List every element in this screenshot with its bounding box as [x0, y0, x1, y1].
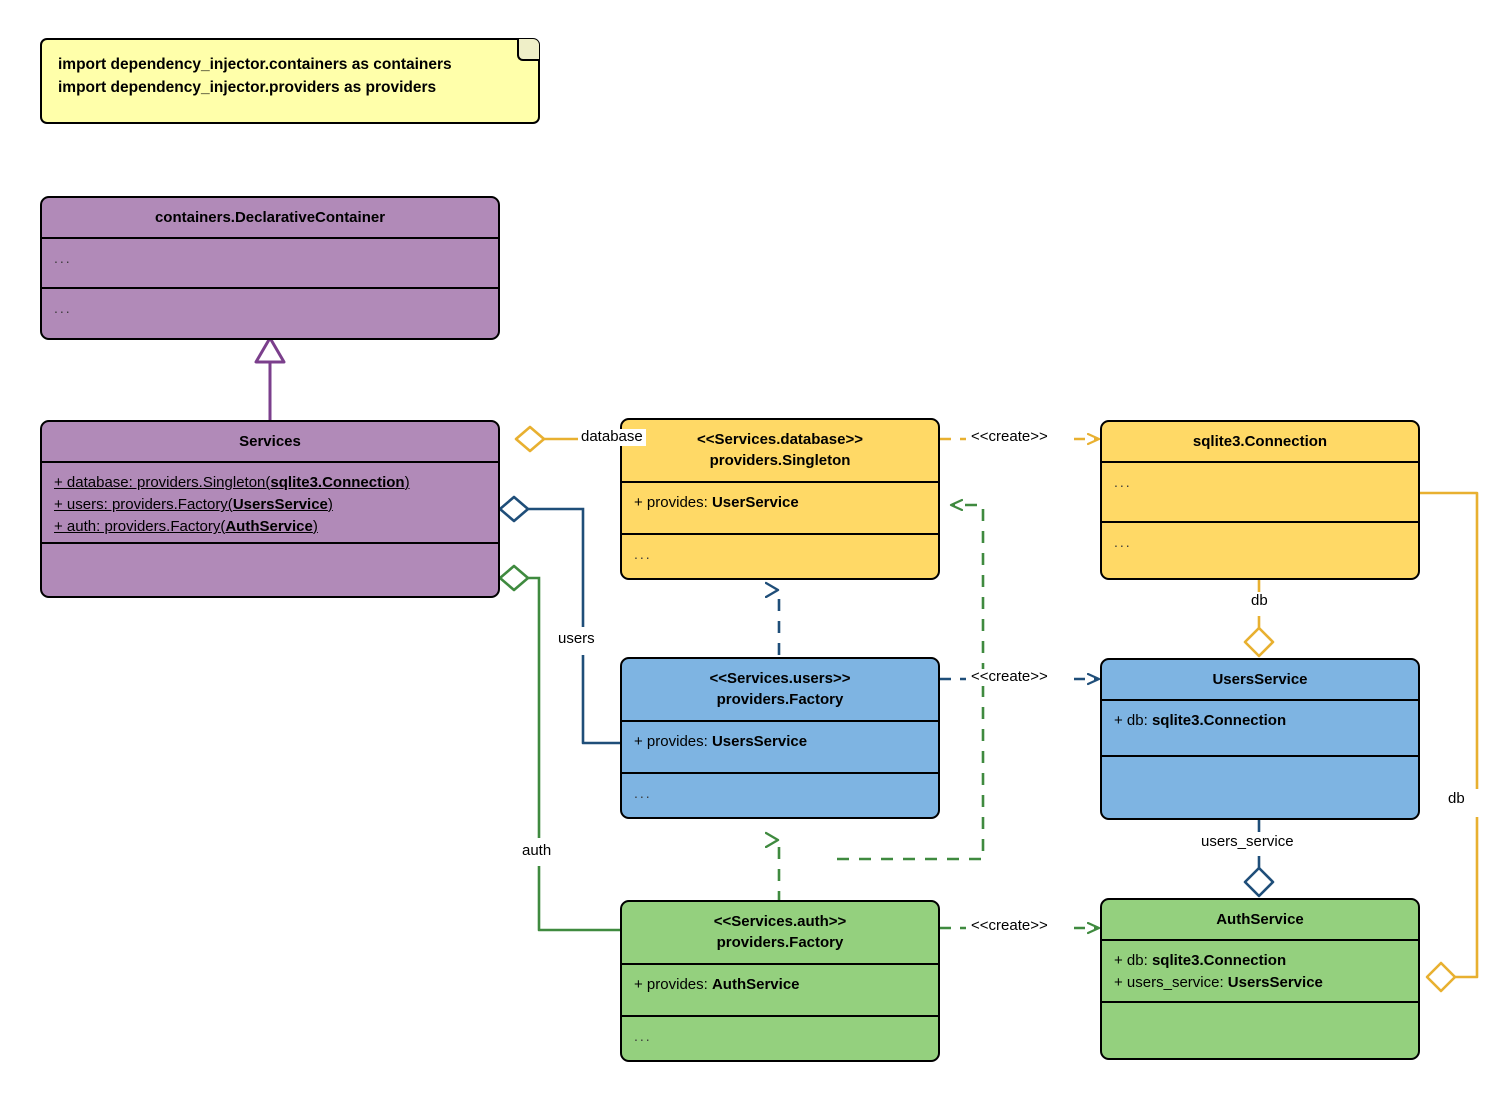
class-sqlite3-connection-title: sqlite3.Connection: [1192, 433, 1328, 450]
import-note: import dependency_injector.containers as…: [40, 38, 540, 124]
class-sqlite3-connection-methods: ...: [1102, 521, 1418, 578]
class-services-attr-users: + users: providers.Factory(UsersService): [54, 496, 333, 514]
class-services-database-provider[interactable]: <<Services.database>> providers.Singleto…: [620, 418, 940, 580]
stereotype-services-database: <<Services.database>>: [697, 431, 863, 448]
class-services-database-provider-methods: ...: [622, 532, 938, 578]
class-services-users-provider-name: providers.Factory: [716, 691, 844, 709]
class-services-database-provider-title: <<Services.database>> providers.Singleto…: [622, 420, 938, 481]
edge-label-create-users: <<create>>: [968, 668, 1051, 686]
class-declarative-container[interactable]: containers.DeclarativeContainer ... ...: [40, 196, 500, 340]
note-fold-corner: [517, 39, 539, 61]
note-text: import dependency_injector.containers as…: [58, 56, 452, 96]
class-auth-service-methods: [1102, 1001, 1418, 1049]
class-services-auth-provider-methods: ...: [622, 1014, 938, 1060]
class-declarative-container-methods: ...: [42, 287, 498, 337]
class-sqlite3-connection[interactable]: sqlite3.Connection ... ...: [1100, 420, 1420, 580]
class-services-database-provider-name: providers.Singleton: [709, 452, 851, 470]
class-services-auth-provider-attributes: + provides: AuthService: [622, 962, 938, 1015]
class-services-users-provider-attributes: + provides: UsersService: [622, 719, 938, 772]
class-sqlite3-connection-attributes: ...: [1102, 461, 1418, 521]
class-services-users-provider[interactable]: <<Services.users>> providers.Factory + p…: [620, 657, 940, 819]
class-users-service[interactable]: UsersService + db: sqlite3.Connection: [1100, 658, 1420, 820]
edge-aggregation-services-auth: [498, 564, 620, 932]
edge-label-auth: auth: [519, 842, 555, 860]
edge-label-db-users-service: db: [1248, 592, 1271, 610]
class-declarative-container-title: containers.DeclarativeContainer: [154, 209, 386, 226]
edge-label-database: database: [578, 428, 646, 446]
edge-label-db-auth-service: db: [1445, 790, 1468, 808]
class-users-service-title: UsersService: [1212, 671, 1308, 688]
class-services-auth-provider-title: <<Services.auth>> providers.Factory: [622, 902, 938, 963]
class-auth-service-title: AuthService: [1216, 911, 1304, 928]
class-services-auth-provider-name: providers.Factory: [716, 934, 844, 952]
class-services-users-provider-title: <<Services.users>> providers.Factory: [622, 659, 938, 720]
edge-aggregation-services-users: [498, 495, 620, 745]
stereotype-services-auth: <<Services.auth>>: [713, 913, 847, 930]
class-auth-service-attr-db: + db: sqlite3.Connection: [1114, 952, 1287, 970]
edge-generalization-services-to-declarativecontainer: [254, 336, 286, 420]
edge-aggregation-authservice-db: [1420, 491, 1479, 993]
class-services-users-provider-methods: ...: [622, 771, 938, 817]
edge-label-users-service: users_service: [1198, 833, 1297, 851]
class-services-methods: [42, 542, 498, 582]
stereotype-services-users: <<Services.users>>: [709, 670, 851, 687]
edge-label-create-auth: <<create>>: [968, 917, 1051, 935]
class-users-service-methods: [1102, 755, 1418, 811]
edge-label-create-database: <<create>>: [968, 428, 1051, 446]
class-services-attr-database: + database: providers.Singleton(sqlite3.…: [54, 474, 410, 492]
class-services[interactable]: Services + database: providers.Singleton…: [40, 420, 500, 598]
class-services-database-provider-attributes: + provides: UserService: [622, 480, 938, 533]
edge-label-users: users: [555, 630, 598, 648]
class-services-auth-provider[interactable]: <<Services.auth>> providers.Factory + pr…: [620, 900, 940, 1062]
class-auth-service[interactable]: AuthService + db: sqlite3.Connection + u…: [1100, 898, 1420, 1060]
class-services-attributes: + database: providers.Singleton(sqlite3.…: [42, 461, 498, 542]
class-users-service-attributes: + db: sqlite3.Connection: [1102, 699, 1418, 755]
class-services-attr-auth: + auth: providers.Factory(AuthService): [54, 518, 318, 536]
edge-aggregation-authservice-usersservice: [1243, 820, 1275, 898]
class-declarative-container-attributes: ...: [42, 237, 498, 287]
class-auth-service-attr-users-service: + users_service: UsersService: [1114, 974, 1323, 992]
class-services-title: Services: [239, 433, 301, 450]
class-auth-service-attributes: + db: sqlite3.Connection + users_service…: [1102, 939, 1418, 1001]
